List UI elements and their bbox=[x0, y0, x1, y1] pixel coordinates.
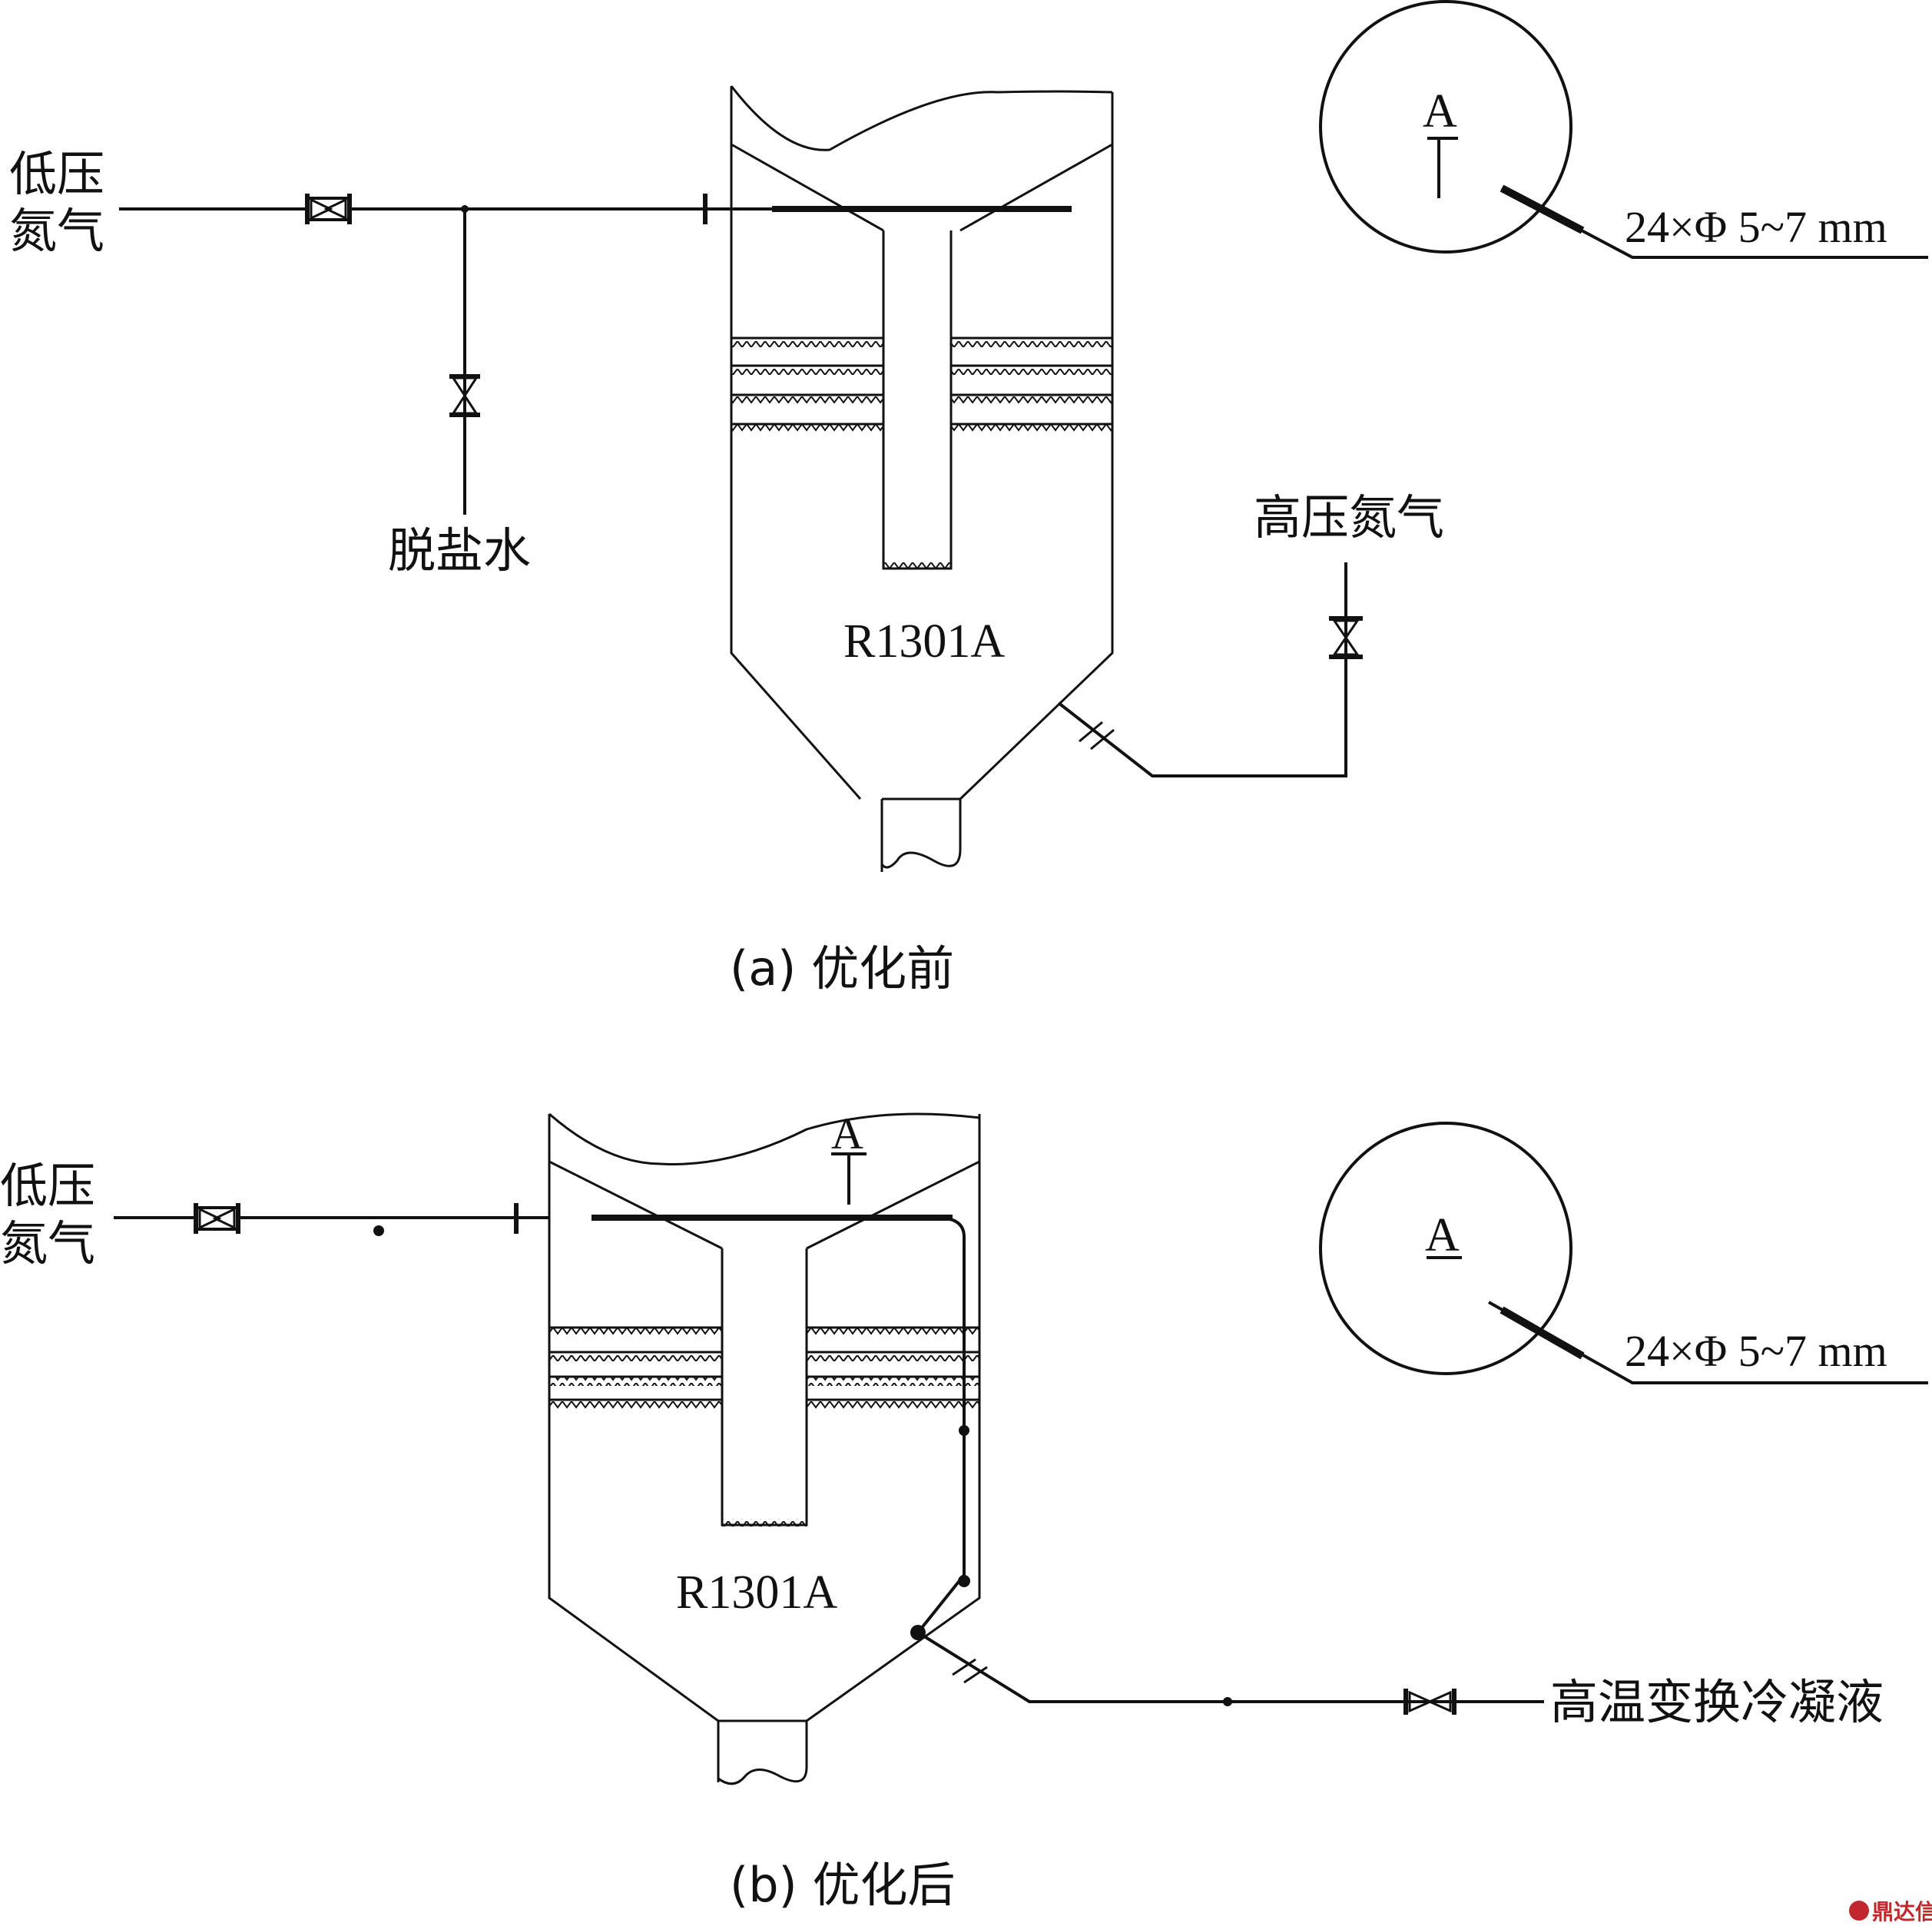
desalted-water-valve-icon bbox=[449, 374, 480, 417]
high-pressure-n2-label: 高压氮气 bbox=[1254, 489, 1444, 545]
detail-marker-a: A bbox=[1423, 85, 1457, 138]
watermark-text: 鼎达信 bbox=[1872, 1899, 1932, 1924]
packing-beds-a bbox=[731, 336, 1112, 433]
desalted-water-label: 脱盐水 bbox=[388, 522, 531, 578]
condensate-pipe bbox=[916, 1631, 1544, 1703]
condensate-label: 高温变换冷凝液 bbox=[1550, 1674, 1884, 1730]
packing-beds-b bbox=[549, 1326, 979, 1409]
low-pressure-n2-label-line2: 氮气 bbox=[9, 203, 104, 259]
detail-marker-b-top: A bbox=[831, 1109, 863, 1159]
reactor-vessel-b bbox=[548, 1112, 981, 1785]
pipe-break-mark bbox=[1079, 721, 1115, 751]
high-pressure-n2-pipe bbox=[1057, 562, 1347, 777]
pipe-break-mark-b bbox=[952, 1658, 988, 1684]
condensate-valve-icon bbox=[1403, 1689, 1456, 1715]
nozzle-spec-b: 24×Φ 5~7 mm bbox=[1625, 1326, 1887, 1376]
detail-a-circle bbox=[1319, 0, 1572, 254]
nozzle-arrow-a bbox=[1500, 184, 1585, 234]
nozzle-arrow-b bbox=[1500, 1306, 1585, 1360]
caption-b: (b) 优化后 bbox=[730, 1857, 955, 1913]
junction-dot-b bbox=[373, 1225, 384, 1236]
junction-dot-condensate bbox=[1223, 1697, 1232, 1706]
detail-b-circle bbox=[1319, 1122, 1572, 1375]
low-pressure-n2-label-b-line2: 氮气 bbox=[0, 1215, 95, 1271]
nozzle-spec-a: 24×Φ 5~7 mm bbox=[1625, 202, 1887, 252]
reactor-tag-a: R1301A bbox=[843, 615, 1005, 668]
watermark-logo: 鼎达信 bbox=[1849, 1899, 1932, 1924]
detail-marker-b: A bbox=[1425, 1209, 1460, 1261]
internal-riser-pipe bbox=[916, 1216, 966, 1634]
caption-a: (a) 优化前 bbox=[730, 940, 954, 996]
reactor-vessel-a bbox=[730, 85, 1114, 872]
low-pressure-n2-label-b-line1: 低压 bbox=[0, 1158, 95, 1214]
low-pressure-n2-label-line1: 低压 bbox=[9, 146, 104, 202]
high-pressure-n2-valve-icon bbox=[1329, 616, 1363, 659]
panel-a: 低压 氮气 脱盐水 bbox=[9, 0, 1928, 996]
inlet-valve-b-icon bbox=[194, 1203, 240, 1234]
reactor-tag-b: R1301A bbox=[676, 1566, 837, 1619]
inlet-valve-icon bbox=[305, 194, 352, 224]
panel-b: 低压 氮气 bbox=[0, 1109, 1928, 1913]
